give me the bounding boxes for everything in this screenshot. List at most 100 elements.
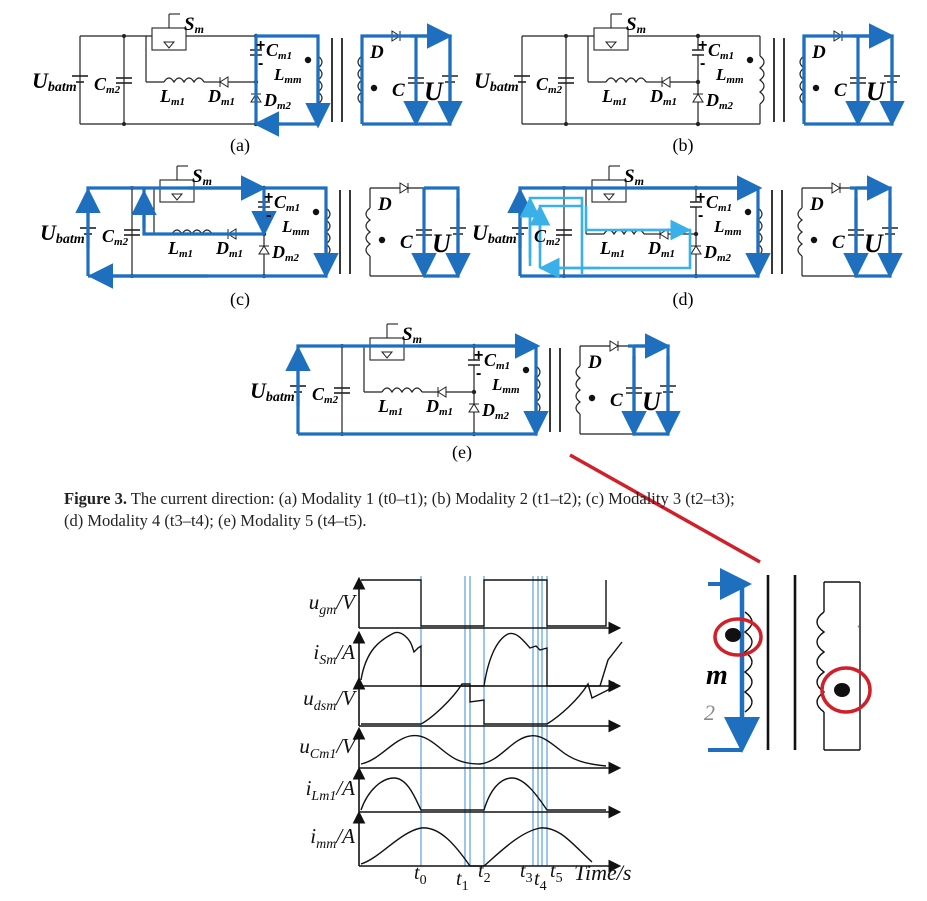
highlight-circle-primary: [713, 617, 763, 657]
highlight-circle-secondary: [820, 666, 872, 714]
label-dm1: Dm1: [215, 238, 243, 260]
waveform-label: imm/A: [310, 824, 355, 853]
panel-tag-d: (d): [673, 289, 694, 310]
waveform-label: ugm/V: [308, 590, 355, 619]
label-lm1: Lm1: [599, 238, 625, 260]
label-u: U: [866, 77, 886, 106]
label-plus: +: [474, 347, 483, 364]
panel-tag-a: (a): [230, 135, 250, 156]
label-lmm: Lmm: [713, 217, 742, 238]
label-minus: -: [476, 365, 481, 382]
label-ubatm: Ubatm: [474, 68, 519, 95]
label-c: C: [400, 232, 413, 253]
waveform-label: iLm1/A: [305, 776, 355, 805]
label-c: C: [832, 232, 845, 253]
label-plus: +: [698, 37, 707, 54]
label-lmm: Lmm: [281, 217, 310, 238]
label-d: D: [587, 352, 602, 373]
label-lm1: Lm1: [377, 396, 403, 418]
time-mark-label: t0: [414, 862, 427, 888]
label-dm2: Dm2: [705, 90, 734, 112]
label-u: U: [424, 77, 444, 106]
label-cm1: Cm1: [274, 192, 300, 214]
label-lmm: Lmm: [715, 65, 744, 86]
label-c: C: [834, 80, 847, 101]
label-sm: Sm: [624, 166, 644, 188]
label-plus: +: [696, 189, 705, 206]
inset-label-2: 2: [704, 700, 715, 725]
figure-caption: Figure 3. The current direction: (a) Mod…: [64, 488, 864, 532]
label-minus: -: [698, 207, 703, 224]
waveform-label: iSm/A: [313, 640, 355, 669]
label-dm2: Dm2: [263, 90, 292, 112]
label-lm1: Lm1: [167, 238, 193, 260]
label-ubatm: Ubatm: [250, 378, 295, 405]
waveform-label: uCm1/V: [299, 734, 355, 763]
label-sm: Sm: [192, 166, 212, 188]
label-cm2: Cm2: [94, 74, 121, 96]
primary-dot: [725, 628, 741, 642]
label-cm1: Cm1: [484, 350, 510, 372]
label-ubatm: Ubatm: [40, 220, 85, 247]
label-cm1: Cm1: [266, 40, 292, 62]
label-ubatm: Ubatm: [472, 220, 517, 247]
label-d: D: [811, 42, 826, 63]
label-u: U: [864, 229, 884, 258]
label-cm1: Cm1: [706, 192, 732, 214]
label-ubatm: Ubatm: [32, 68, 77, 95]
label-d: D: [809, 194, 824, 215]
label-sm: Sm: [626, 14, 646, 36]
secondary-dot: [834, 683, 850, 697]
trace-ucm1: [360, 734, 607, 767]
label-dm1: Dm1: [425, 396, 453, 418]
label-minus: -: [700, 55, 705, 72]
trace-imm: [360, 827, 593, 867]
circuit-panel-a: [71, 13, 463, 137]
trace-udsm: [361, 681, 615, 725]
current-path-b: [802, 23, 905, 127]
label-sm: Sm: [184, 14, 204, 36]
circuit-panel-b: [513, 13, 905, 128]
label-lm1: Lm1: [159, 86, 185, 108]
label-d: D: [369, 42, 384, 63]
label-minus: -: [258, 55, 263, 72]
inset-dot-mark: ·: [856, 619, 861, 636]
panel-tag-e: (e): [452, 442, 472, 463]
current-path-e: [285, 333, 681, 437]
label-u: U: [432, 229, 452, 258]
label-minus: -: [266, 207, 271, 224]
caption-figure-label: Figure 3.: [64, 489, 127, 508]
time-mark-label: t1: [456, 868, 469, 894]
inset-label-m: m: [706, 660, 728, 691]
label-lmm: Lmm: [491, 375, 520, 396]
label-dm1: Dm1: [649, 86, 677, 108]
waveform-label: udsm/V: [303, 686, 355, 715]
label-sm: Sm: [402, 324, 422, 346]
label-dm2: Dm2: [481, 400, 510, 422]
highlight-arrow: [569, 453, 761, 564]
caption-line-2: (d) Modality 4 (t3–t4); (e) Modality 5 (…: [64, 511, 367, 530]
label-dm2: Dm2: [271, 242, 300, 264]
trace-ism: [360, 631, 623, 687]
panel-tag-b: (b): [673, 135, 694, 156]
current-path-a: [253, 23, 463, 137]
label-c: C: [610, 390, 623, 411]
panel-tag-c: (c): [230, 289, 250, 310]
label-c: C: [392, 80, 405, 101]
time-mark-label: t3: [520, 860, 533, 886]
label-d: D: [377, 194, 392, 215]
current-path-c: [75, 175, 471, 289]
label-plus: +: [256, 37, 265, 54]
caption-line-1: The current direction: (a) Modality 1 (t…: [130, 489, 735, 508]
trace-ilm1: [360, 777, 606, 811]
time-mark-label: t4: [534, 868, 547, 894]
label-lm1: Lm1: [601, 86, 627, 108]
current-path-d: [507, 175, 903, 279]
label-u: U: [642, 387, 662, 416]
label-lmm: Lmm: [273, 65, 302, 86]
zoom-inset: m 2 ·: [704, 568, 872, 753]
time-mark-label: t5: [550, 860, 563, 886]
label-cm1: Cm1: [708, 40, 734, 62]
